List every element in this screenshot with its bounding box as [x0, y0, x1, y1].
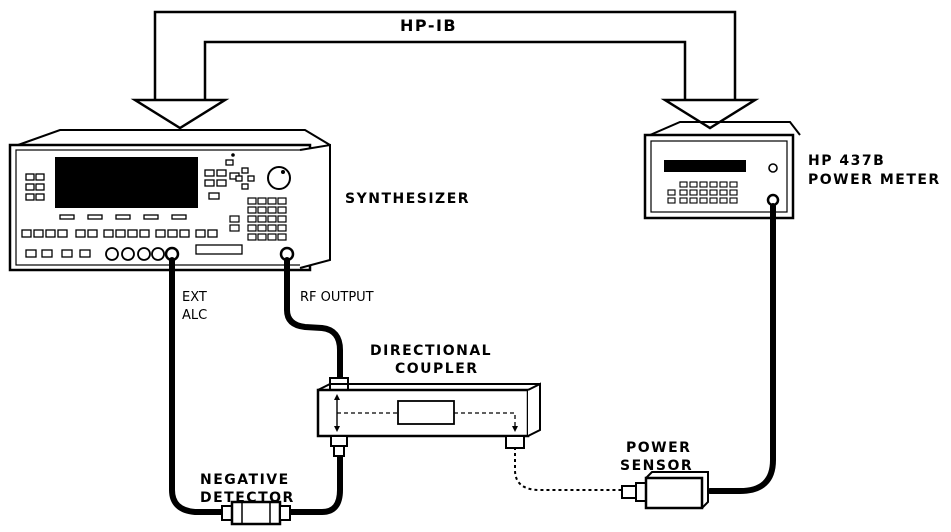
detector-label-line1: NEGATIVE: [200, 472, 290, 488]
synthesizer-display: [55, 157, 198, 208]
synthesizer-instrument: [8, 129, 331, 272]
negative-detector: [221, 500, 291, 526]
cable-coupler-to-sensor: [514, 447, 622, 491]
coupler-label-line1: DIRECTIONAL: [370, 343, 492, 359]
cable-rf-output-to-coupler: [284, 257, 343, 381]
synthesizer-label: SYNTHESIZER: [345, 191, 470, 207]
hpib-bus: [153, 10, 737, 105]
ext-alc-label-line1: EXT: [182, 290, 207, 305]
sensor-label-line2: SENSOR: [620, 458, 693, 474]
power-meter-label-line1: HP 437B: [808, 153, 885, 169]
power-meter-label-line2: POWER METER: [808, 172, 941, 188]
bus-arrow-to-synthesizer: [130, 98, 230, 130]
cable-detector-to-coupler: [287, 452, 343, 515]
coupler-label-line2: COUPLER: [395, 361, 479, 377]
hpib-label: HP-IB: [400, 16, 457, 35]
bus-arrow-to-power-meter: [660, 98, 760, 130]
sensor-label-line1: POWER: [626, 440, 691, 456]
power-meter-instrument: [643, 121, 801, 220]
cable-ext-alc-to-detector: [169, 257, 225, 515]
cable-sensor-to-power-meter: [707, 203, 776, 494]
power-sensor: [621, 471, 709, 510]
rf-output-label: RF OUTPUT: [300, 290, 374, 305]
detector-label-line2: DETECTOR: [200, 490, 295, 506]
power-meter-display: [664, 160, 746, 172]
directional-coupler: [316, 377, 541, 457]
ext-alc-label-line2: ALC: [182, 308, 207, 323]
